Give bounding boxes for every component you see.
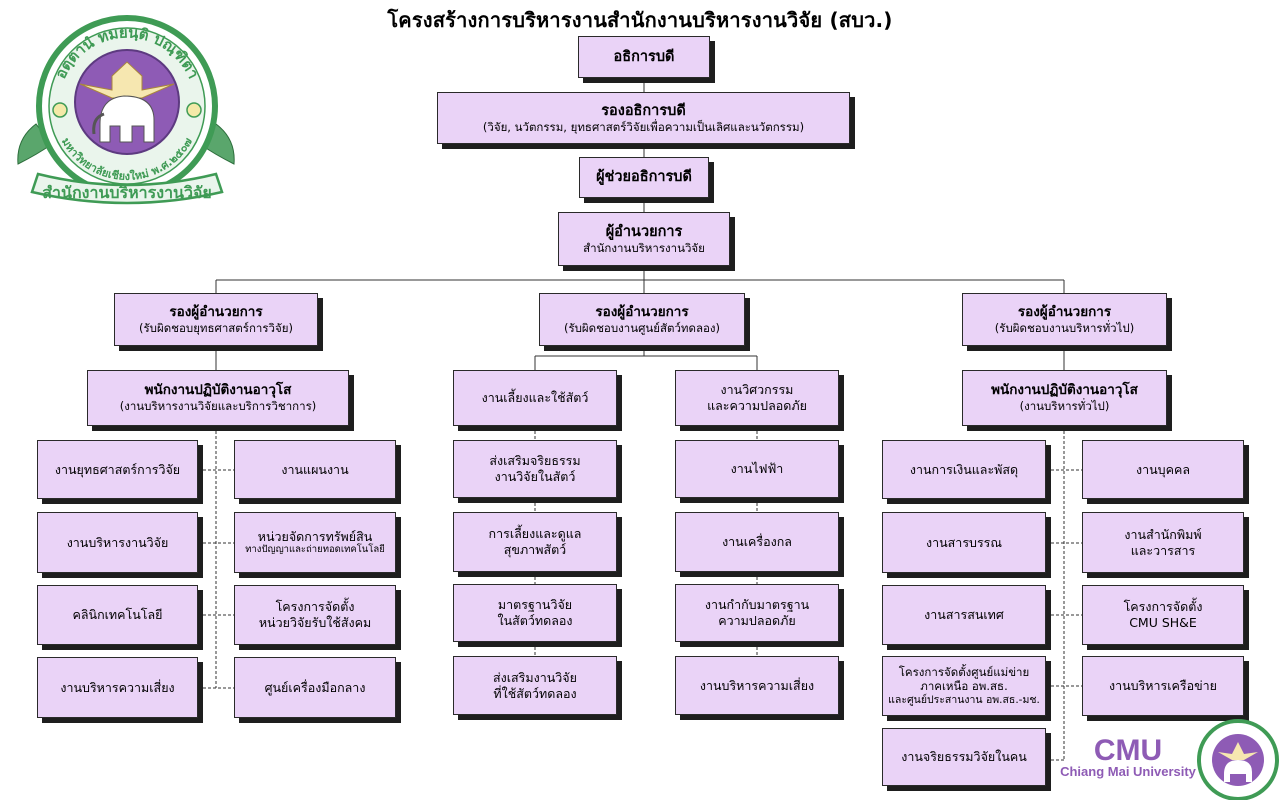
- deputy-general-admin-box: รองผู้อำนวยการ (รับผิดชอบงานบริหารทั่วไป…: [962, 293, 1167, 346]
- unit-northern-network-center: โครงการจัดตั้งศูนย์แม่ข่าย ภาคเหนือ อพ.ส…: [882, 656, 1046, 716]
- unit-animal-ethics: ส่งเสริมจริยธรรม งานวิจัยในสัตว์: [453, 440, 617, 498]
- unit-central-instruments: ศูนย์เครื่องมือกลาง: [234, 657, 396, 718]
- unit-animal-standards: มาตรฐานวิจัย ในสัตว์ทดลอง: [453, 584, 617, 642]
- unit-animal-research-promotion: ส่งเสริมงานวิจัย ที่ใช้สัตว์ทดลอง: [453, 656, 617, 715]
- unit-animal-health: การเลี้ยงและดูแล สุขภาพสัตว์: [453, 512, 617, 572]
- engineering-safety-head-box: งานวิศวกรรม และความปลอดภัย: [675, 370, 839, 426]
- unit-finance-supplies: งานการเงินและพัสดุ: [882, 440, 1046, 499]
- unit-risk-management-left: งานบริหารความเสี่ยง: [37, 657, 198, 718]
- unit-human-research-ethics: งานจริยธรรมวิจัยในคน: [882, 728, 1046, 786]
- unit-social-research-project: โครงการจัดตั้ง หน่วยวิจัยรับใช้สังคม: [234, 585, 396, 645]
- unit-mechanical: งานเครื่องกล: [675, 512, 839, 572]
- unit-safety-standards: งานกำกับมาตรฐาน ความปลอดภัย: [675, 584, 839, 642]
- svg-text:Chiang Mai University: Chiang Mai University: [1060, 764, 1197, 779]
- svg-text:CMU: CMU: [1094, 734, 1162, 767]
- unit-research-strategy: งานยุทธศาสตร์การวิจัย: [37, 440, 198, 499]
- animal-care-head-box: งานเลี้ยงและใช้สัตว์: [453, 370, 617, 426]
- unit-publishing-journal: งานสำนักพิมพ์ และวารสาร: [1082, 512, 1244, 573]
- deputy-animal-center-box: รองผู้อำนวยการ (รับผิดชอบงานศูนย์สัตว์ทด…: [539, 293, 745, 346]
- research-office-seal-logo: อตฺตานํ ทมยนฺติ ปณฺฑิตา มหาวิทยาลัยเชียง…: [17, 15, 235, 205]
- unit-research-administration: งานบริหารงานวิจัย: [37, 512, 198, 573]
- unit-personnel: งานบุคคล: [1082, 440, 1244, 499]
- unit-network-management: งานบริหารเครือข่าย: [1082, 656, 1244, 716]
- president-box: อธิการบดี: [578, 36, 710, 78]
- director-box: ผู้อำนวยการ สำนักงานบริหารงานวิจัย: [558, 212, 730, 266]
- senior-officer-general-box: พนักงานปฏิบัติงานอาวุโส (งานบริหารทั่วไป…: [962, 370, 1167, 426]
- page-title: โครงสร้างการบริหารงานสำนักงานบริหารงานวิ…: [387, 8, 893, 32]
- assistant-president-box: ผู้ช่วยอธิการบดี: [579, 157, 709, 198]
- unit-information: งานสารสนเทศ: [882, 585, 1046, 645]
- deputy-strategy-box: รองผู้อำนวยการ (รับผิดชอบยุทธศาสตร์การวิ…: [114, 293, 318, 346]
- unit-planning: งานแผนงาน: [234, 440, 396, 499]
- unit-intellectual-property: หน่วยจัดการทรัพย์สิน ทางปัญญาและถ่ายทอดเ…: [234, 512, 396, 573]
- vice-president-box: รองอธิการบดี (วิจัย, นวัตกรรม, ยุทธศาสตร…: [437, 92, 850, 144]
- senior-officer-research-box: พนักงานปฏิบัติงานอาวุโส (งานบริหารงานวิจ…: [87, 370, 349, 426]
- svg-text:สำนักงานบริหารงานวิจัย: สำนักงานบริหารงานวิจัย: [42, 183, 211, 202]
- unit-risk-management-middle: งานบริหารความเสี่ยง: [675, 656, 839, 715]
- unit-electrical: งานไฟฟ้า: [675, 440, 839, 498]
- cmu-logo: CMU Chiang Mai University: [1060, 719, 1279, 800]
- unit-technology-clinic: คลินิกเทคโนโลยี: [37, 585, 198, 645]
- unit-cmu-she-project: โครงการจัดตั้ง CMU SH&E: [1082, 585, 1244, 645]
- unit-correspondence: งานสารบรรณ: [882, 512, 1046, 573]
